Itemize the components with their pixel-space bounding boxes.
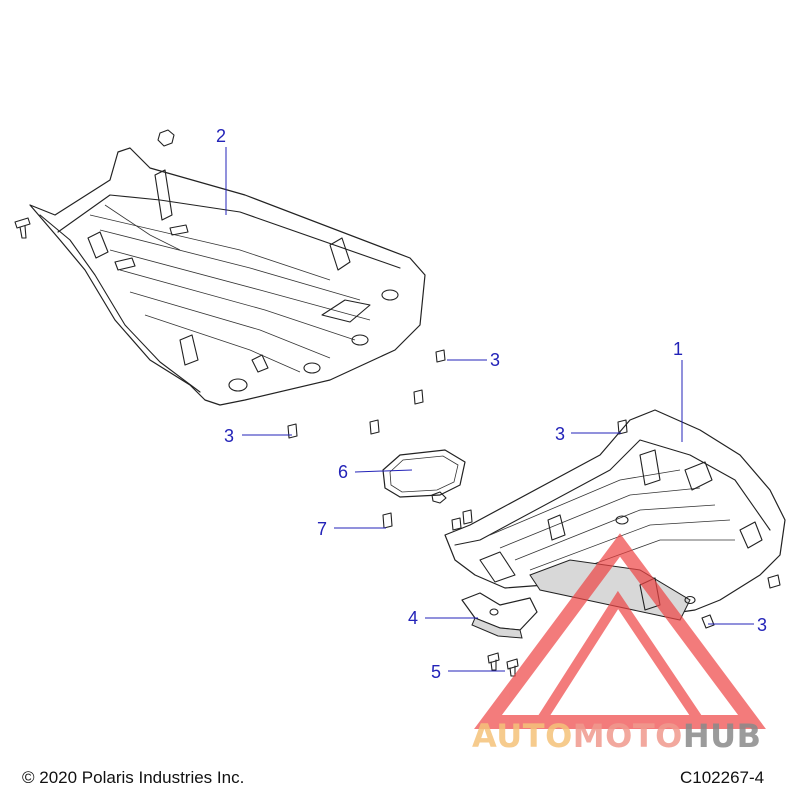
skid-plate-rear: [29, 147, 426, 406]
fastener-bolt-left: [14, 217, 31, 239]
watermark-wordmark: AUTOMOTOHUB: [472, 720, 762, 752]
bolt-pair: [487, 652, 519, 677]
watermark-hub: HUB: [682, 717, 762, 755]
callout-3: 3: [490, 350, 501, 370]
callout-3: 3: [757, 615, 768, 635]
figure-id: C102267-4: [680, 768, 765, 787]
callout-3: 3: [555, 424, 566, 444]
skid-plate-small: [382, 449, 466, 504]
watermark-auto: AUTO: [472, 717, 573, 755]
bracket: [461, 592, 538, 639]
watermark-moto: MOTO: [572, 717, 683, 755]
callout-2: 2: [216, 126, 227, 146]
callout-3: 3: [224, 426, 235, 446]
fasteners-loose: [287, 349, 715, 629]
callout-5: 5: [431, 662, 442, 682]
callout-1: 1: [673, 339, 684, 359]
fastener-bolts-front: [451, 509, 781, 589]
copyright-text: © 2020 Polaris Industries Inc.: [22, 768, 245, 787]
callout-6: 6: [338, 462, 349, 482]
callout-7: 7: [317, 519, 328, 539]
skid-plate-front: [444, 409, 786, 621]
fastener-nut-top: [157, 129, 175, 147]
leader-lines: [225, 147, 754, 672]
callout-4: 4: [408, 608, 419, 628]
watermark-triangle-logo: [474, 533, 766, 729]
